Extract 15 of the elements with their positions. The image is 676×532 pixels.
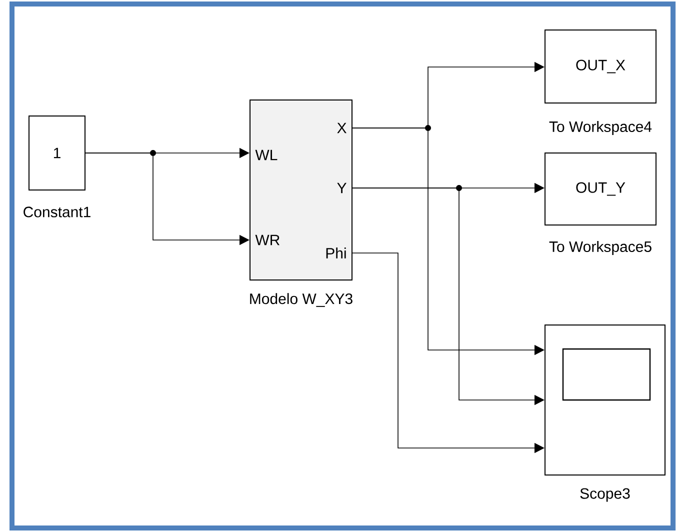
port-label: WL — [255, 150, 278, 160]
block-name: To Workspace4 — [549, 121, 652, 135]
subsystem-block — [250, 100, 352, 280]
workspace-block: OUT_X — [544, 30, 657, 104]
block-name: To Workspace5 — [549, 241, 652, 255]
block-name: Constant1 — [24, 206, 90, 218]
block-name: Modelo W_XY3 — [250, 293, 352, 307]
block-name: Scope3 — [580, 488, 630, 502]
port-label: X — [337, 122, 346, 134]
port-label: Phi — [326, 248, 346, 258]
port-label: WR — [255, 234, 280, 246]
constant-block: 1 — [28, 116, 86, 190]
scope-block — [544, 324, 666, 476]
workspace-block: OUT_Y — [544, 152, 657, 226]
port-label: Y — [337, 182, 346, 194]
